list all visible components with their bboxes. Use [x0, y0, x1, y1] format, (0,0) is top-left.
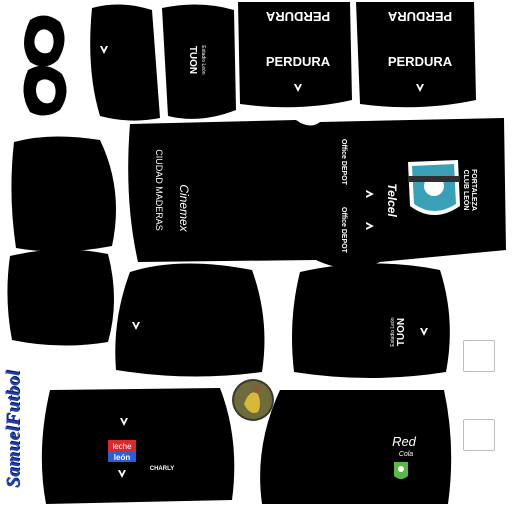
sleeve-label: TUON	[396, 318, 407, 346]
sleeve-top-left	[90, 4, 160, 121]
sock-ring-top	[24, 15, 65, 67]
empty-swatch-top	[463, 340, 495, 372]
sponsor-text: PERDURA	[265, 9, 330, 24]
charly-logo-icon	[118, 418, 128, 478]
sleeve-bottom-left	[115, 263, 265, 377]
sleeve-bottom-right	[292, 263, 450, 378]
empty-swatch-bottom	[463, 419, 495, 451]
leon-text: león	[114, 453, 131, 462]
shorts-right	[260, 390, 452, 504]
sleeve-label-small: Estadio León	[390, 317, 396, 346]
watermark: SamuelFutbol	[3, 370, 24, 488]
charly-logo-icon	[366, 190, 374, 230]
charly-logo-icon	[100, 46, 428, 336]
charly-text: CHARLY	[150, 466, 174, 472]
ciudad-maderas-logo: CIUDAD MADERAS	[154, 149, 164, 231]
club-crest	[408, 160, 460, 215]
shorts-left	[41, 388, 235, 504]
red-cola-logo: Red	[392, 434, 417, 449]
sponsor-text: PERDURA	[266, 54, 331, 69]
sock-ring-bottom	[23, 65, 67, 116]
back-panel-right	[356, 2, 476, 108]
crest-text: FORTALEZA	[470, 169, 477, 211]
telcel-logo: Telcel	[385, 183, 399, 217]
sponsor-text: PERDURA	[388, 54, 453, 69]
sleeve-top-right	[162, 4, 236, 119]
office-depot-logo: Office DEPOT	[340, 139, 347, 186]
leche-leon-logo	[108, 440, 136, 462]
crest-text: CLUB LEÓN	[462, 170, 471, 211]
leche-text: leche	[112, 442, 132, 451]
cinemex-logo: Cinemex	[177, 184, 191, 232]
sleeve-label: TUON	[187, 46, 198, 74]
red-cola-sub: Cola	[399, 451, 414, 458]
side-panel-left-lower	[7, 249, 114, 346]
sleeve-label-small: Estadio León	[200, 45, 206, 74]
sponsor-text: PERDURA	[387, 9, 452, 24]
back-panel-left	[238, 2, 352, 108]
shirt-front	[128, 118, 506, 269]
player-photo	[232, 379, 274, 421]
club-crest-small	[394, 462, 408, 479]
office-depot-logo: Office DEPOT	[340, 207, 347, 254]
side-panel-left	[11, 136, 116, 252]
